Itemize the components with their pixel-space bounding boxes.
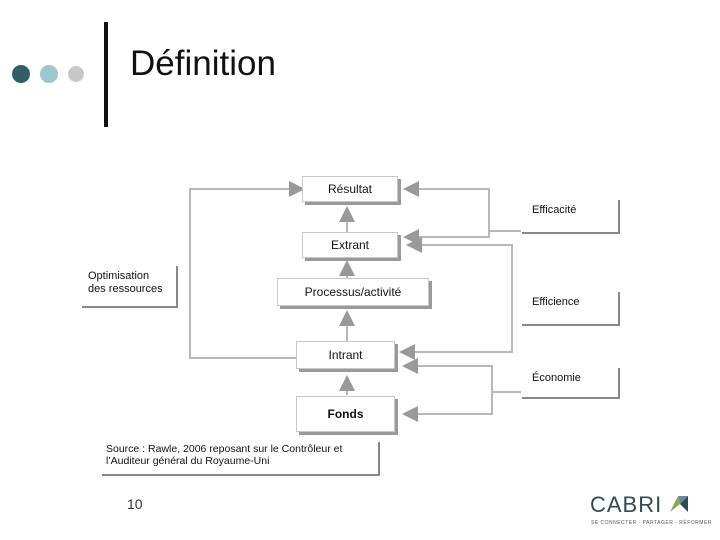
box-intrant: Intrant bbox=[296, 341, 395, 369]
label-efficacite: Efficacité bbox=[522, 200, 620, 234]
box-processus: Processus/activité bbox=[277, 278, 429, 306]
loop-efficacite-extrant bbox=[403, 229, 490, 245]
loop-efficience-intrant bbox=[399, 301, 513, 360]
label-optimisation: Optimisation des ressources bbox=[88, 270, 178, 306]
loop-optimisation bbox=[189, 181, 305, 359]
page-title: Définition bbox=[130, 44, 276, 83]
loop-efficacite-resultat bbox=[403, 181, 521, 232]
loop-economie-intrant bbox=[402, 358, 521, 393]
box-intrant-label: Intrant bbox=[328, 348, 363, 362]
label-optimisation-line2: des ressources bbox=[88, 283, 163, 295]
box-resultat: Résultat bbox=[302, 176, 398, 202]
box-extrant: Extrant bbox=[302, 232, 398, 258]
box-processus-label: Processus/activité bbox=[304, 285, 402, 299]
cabri-logo-tagline: SE CONNECTER · PARTAGER · RÉFORMER bbox=[591, 520, 712, 526]
label-optimisation-frame bbox=[176, 266, 178, 307]
box-fonds-label: Fonds bbox=[327, 407, 364, 421]
source-note: Source : Rawle, 2006 reposant sur le Con… bbox=[102, 442, 380, 476]
decor-dot-dark bbox=[12, 65, 30, 83]
cabri-logo-icon bbox=[670, 496, 688, 512]
label-optimisation-line1: Optimisation bbox=[88, 270, 150, 282]
source-note-line2: l’Auditeur général du Royaume-Uni bbox=[106, 455, 270, 467]
box-extrant-label: Extrant bbox=[330, 238, 369, 252]
label-economie: Économie bbox=[522, 368, 620, 399]
label-efficacite-text: Efficacité bbox=[532, 204, 577, 216]
label-efficience: Efficience bbox=[522, 292, 620, 326]
source-note-line1: Source : Rawle, 2006 reposant sur le Con… bbox=[106, 443, 343, 455]
box-resultat-label: Résultat bbox=[327, 182, 373, 196]
box-fonds: Fonds bbox=[296, 396, 395, 432]
loop-efficience-extrant bbox=[406, 237, 513, 301]
loop-economie-fonds bbox=[402, 392, 493, 422]
label-efficience-text: Efficience bbox=[532, 296, 580, 308]
label-economie-text: Économie bbox=[532, 372, 581, 384]
decor-dot-light bbox=[40, 65, 58, 83]
cabri-logo-text: CABRI bbox=[590, 492, 663, 517]
title-divider bbox=[104, 22, 108, 127]
page-number: 10 bbox=[127, 496, 143, 512]
decor-dot-grey bbox=[68, 66, 84, 82]
